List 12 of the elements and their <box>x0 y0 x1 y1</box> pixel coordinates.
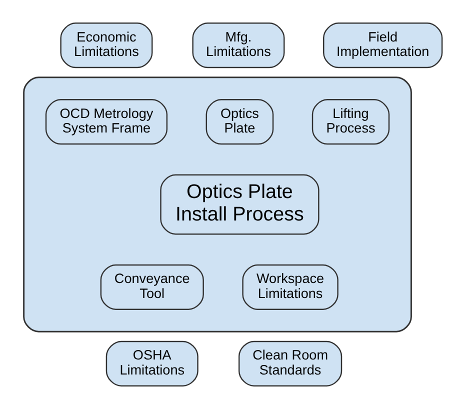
node-box: OSHA Limitations <box>105 340 198 386</box>
node-box: Lifting Process <box>311 98 390 144</box>
node-box: Workspace Limitations <box>242 264 338 310</box>
node-box: Field Implementation <box>322 22 442 68</box>
node-box: Clean Room Standards <box>238 340 342 386</box>
node-box: Optics Plate Install Process <box>160 174 319 234</box>
node-box: OCD Metrology System Frame <box>44 98 168 144</box>
node-box: Economic Limitations <box>60 22 152 68</box>
node-box: Conveyance Tool <box>100 264 204 310</box>
node-box: Mfg. Limitations <box>192 22 284 68</box>
node-box: Optics Plate <box>205 98 274 144</box>
cluster <box>22 76 412 332</box>
